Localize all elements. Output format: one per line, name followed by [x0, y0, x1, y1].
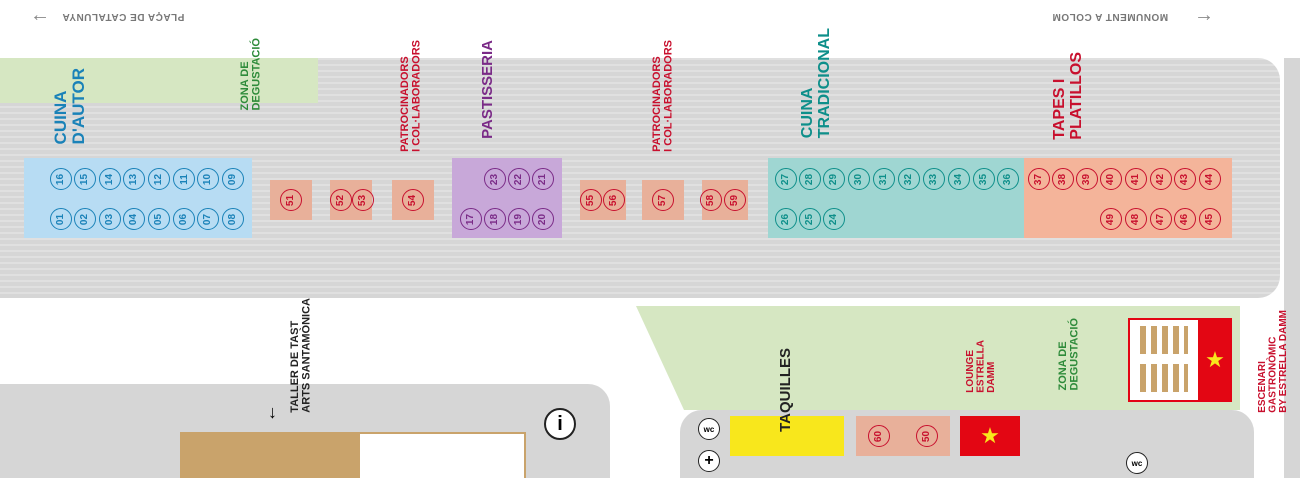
stall-24[interactable]: 24	[823, 208, 845, 230]
stall-23[interactable]: 23	[484, 168, 506, 190]
stall-57[interactable]: 57	[652, 189, 674, 211]
arrow-left-icon: ←	[30, 4, 50, 26]
stall-07[interactable]: 07	[197, 208, 219, 230]
stall-45[interactable]: 45	[1199, 208, 1221, 230]
stall-37[interactable]: 37	[1028, 168, 1050, 190]
stall-14[interactable]: 14	[99, 168, 121, 190]
stall-10[interactable]: 10	[197, 168, 219, 190]
stall-16[interactable]: 16	[50, 168, 72, 190]
stall-50[interactable]: 50	[916, 425, 938, 447]
stall-48[interactable]: 48	[1125, 208, 1147, 230]
zone-label-pastisseria: PASTISSERIA	[479, 40, 496, 139]
stall-42[interactable]: 42	[1150, 168, 1172, 190]
stall-53[interactable]: 53	[352, 189, 374, 211]
stall-34[interactable]: 34	[948, 168, 970, 190]
stall-49[interactable]: 49	[1100, 208, 1122, 230]
escenari-seats-2	[1140, 364, 1188, 392]
stall-13[interactable]: 13	[123, 168, 145, 190]
stall-41[interactable]: 41	[1125, 168, 1147, 190]
stall-35[interactable]: 35	[973, 168, 995, 190]
stall-38[interactable]: 38	[1052, 168, 1074, 190]
taller-building-white	[358, 432, 526, 478]
stall-01[interactable]: 01	[50, 208, 72, 230]
stall-51[interactable]: 51	[280, 189, 302, 211]
stall-60[interactable]: 60	[868, 425, 890, 447]
stall-29[interactable]: 29	[823, 168, 845, 190]
stall-32[interactable]: 32	[898, 168, 920, 190]
stall-21[interactable]: 21	[532, 168, 554, 190]
stall-39[interactable]: 39	[1076, 168, 1098, 190]
stall-54[interactable]: 54	[402, 189, 424, 211]
stall-08[interactable]: 08	[222, 208, 244, 230]
stall-27[interactable]: 27	[775, 168, 797, 190]
arrow-down-icon: ↓	[268, 402, 277, 422]
info-icon[interactable]: i	[544, 408, 576, 440]
stall-11[interactable]: 11	[173, 168, 195, 190]
stall-06[interactable]: 06	[173, 208, 195, 230]
stall-20[interactable]: 20	[532, 208, 554, 230]
stall-26[interactable]: 26	[775, 208, 797, 230]
stall-30[interactable]: 30	[848, 168, 870, 190]
star-icon: ★	[1205, 347, 1225, 372]
stall-02[interactable]: 02	[74, 208, 96, 230]
green-area-top-left	[0, 58, 318, 103]
stall-09[interactable]: 09	[222, 168, 244, 190]
stall-25[interactable]: 25	[799, 208, 821, 230]
taller-building-brown	[180, 432, 360, 478]
stall-18[interactable]: 18	[484, 208, 506, 230]
escenari-red-block: ★	[1198, 318, 1232, 402]
stall-15[interactable]: 15	[74, 168, 96, 190]
wc-icon-2[interactable]: wc	[1126, 452, 1148, 474]
stall-46[interactable]: 46	[1174, 208, 1196, 230]
stall-43[interactable]: 43	[1174, 168, 1196, 190]
stall-52[interactable]: 52	[330, 189, 352, 211]
stall-04[interactable]: 04	[123, 208, 145, 230]
wc-icon-1[interactable]: wc	[698, 418, 720, 440]
stall-31[interactable]: 31	[873, 168, 895, 190]
stall-47[interactable]: 47	[1150, 208, 1172, 230]
star-icon: ★	[980, 423, 1000, 448]
stall-40[interactable]: 40	[1100, 168, 1122, 190]
stall-12[interactable]: 12	[148, 168, 170, 190]
stall-58[interactable]: 58	[700, 189, 722, 211]
taquilles-booth	[730, 416, 844, 456]
stall-33[interactable]: 33	[923, 168, 945, 190]
stall-56[interactable]: 56	[603, 189, 625, 211]
stall-22[interactable]: 22	[508, 168, 530, 190]
stall-19[interactable]: 19	[508, 208, 530, 230]
arrow-right-icon: →	[1194, 4, 1214, 26]
stall-44[interactable]: 44	[1199, 168, 1221, 190]
stall-17[interactable]: 17	[460, 208, 482, 230]
stall-55[interactable]: 55	[580, 189, 602, 211]
escenari-seats-1	[1140, 326, 1188, 354]
taquilles-label: TAQUILLES	[777, 348, 794, 432]
lounge-booth: ★	[960, 416, 1020, 456]
first-aid-icon[interactable]: +	[698, 450, 720, 472]
stall-03[interactable]: 03	[99, 208, 121, 230]
stall-05[interactable]: 05	[148, 208, 170, 230]
stall-28[interactable]: 28	[799, 168, 821, 190]
label-monument-colom: MONUMENT A COLOM	[1052, 11, 1169, 22]
stall-36[interactable]: 36	[997, 168, 1019, 190]
label-placa-catalunya: PLAÇA DE CATALUNYA	[62, 11, 185, 22]
stall-59[interactable]: 59	[724, 189, 746, 211]
side-street	[1284, 58, 1300, 478]
